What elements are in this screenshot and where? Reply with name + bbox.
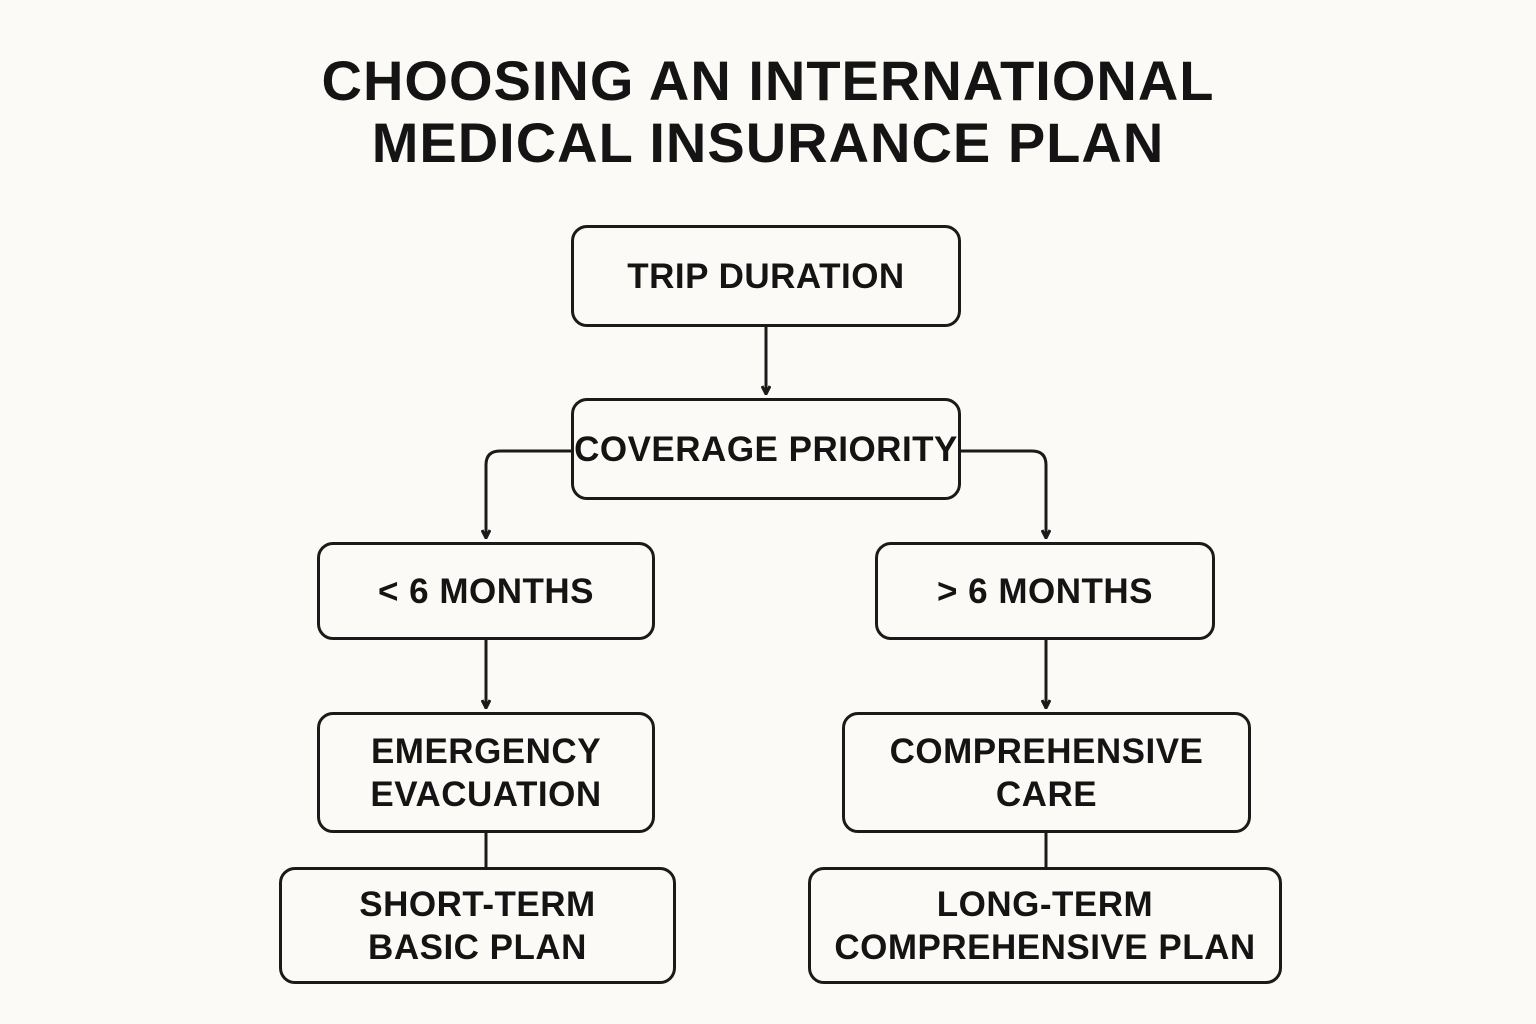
node-long-term-comprehensive-plan: LONG-TERM COMPREHENSIVE PLAN [808, 867, 1282, 984]
node-less-than-6-months: < 6 MONTHS [317, 542, 655, 640]
node-long-term-line-1: LONG-TERM [936, 884, 1154, 924]
node-comprehensive-care-line-1: COMPREHENSIVE [889, 731, 1204, 771]
node-short-term-basic-plan: SHORT-TERM BASIC PLAN [279, 867, 676, 984]
node-coverage-priority-label: COVERAGE PRIORITY [574, 429, 958, 469]
diagram-title: CHOOSING AN INTERNATIONAL MEDICAL INSURA… [0, 50, 1536, 174]
node-emergency-evacuation: EMERGENCY EVACUATION [317, 712, 655, 833]
node-trip-duration-label: TRIP DURATION [627, 256, 905, 296]
node-comprehensive-care-line-2: CARE [995, 774, 1098, 814]
title-line-2: MEDICAL INSURANCE PLAN [371, 111, 1165, 174]
node-trip-duration: TRIP DURATION [571, 225, 961, 327]
node-emergency-evacuation-line-2: EVACUATION [370, 774, 602, 814]
title-line-1: CHOOSING AN INTERNATIONAL [321, 49, 1215, 112]
arrow-priority-to-less-6 [486, 449, 572, 538]
arrow-priority-to-more-6 [960, 449, 1046, 538]
node-short-term-line-1: SHORT-TERM [359, 884, 596, 924]
node-coverage-priority: COVERAGE PRIORITY [571, 398, 961, 500]
node-more-than-6-months-label: > 6 MONTHS [936, 571, 1153, 611]
node-short-term-line-2: BASIC PLAN [368, 927, 587, 967]
node-less-than-6-months-label: < 6 MONTHS [377, 571, 594, 611]
node-comprehensive-care: COMPREHENSIVE CARE [842, 712, 1251, 833]
node-long-term-line-2: COMPREHENSIVE PLAN [834, 927, 1256, 967]
node-emergency-evacuation-line-1: EMERGENCY [370, 731, 602, 771]
node-more-than-6-months: > 6 MONTHS [875, 542, 1215, 640]
